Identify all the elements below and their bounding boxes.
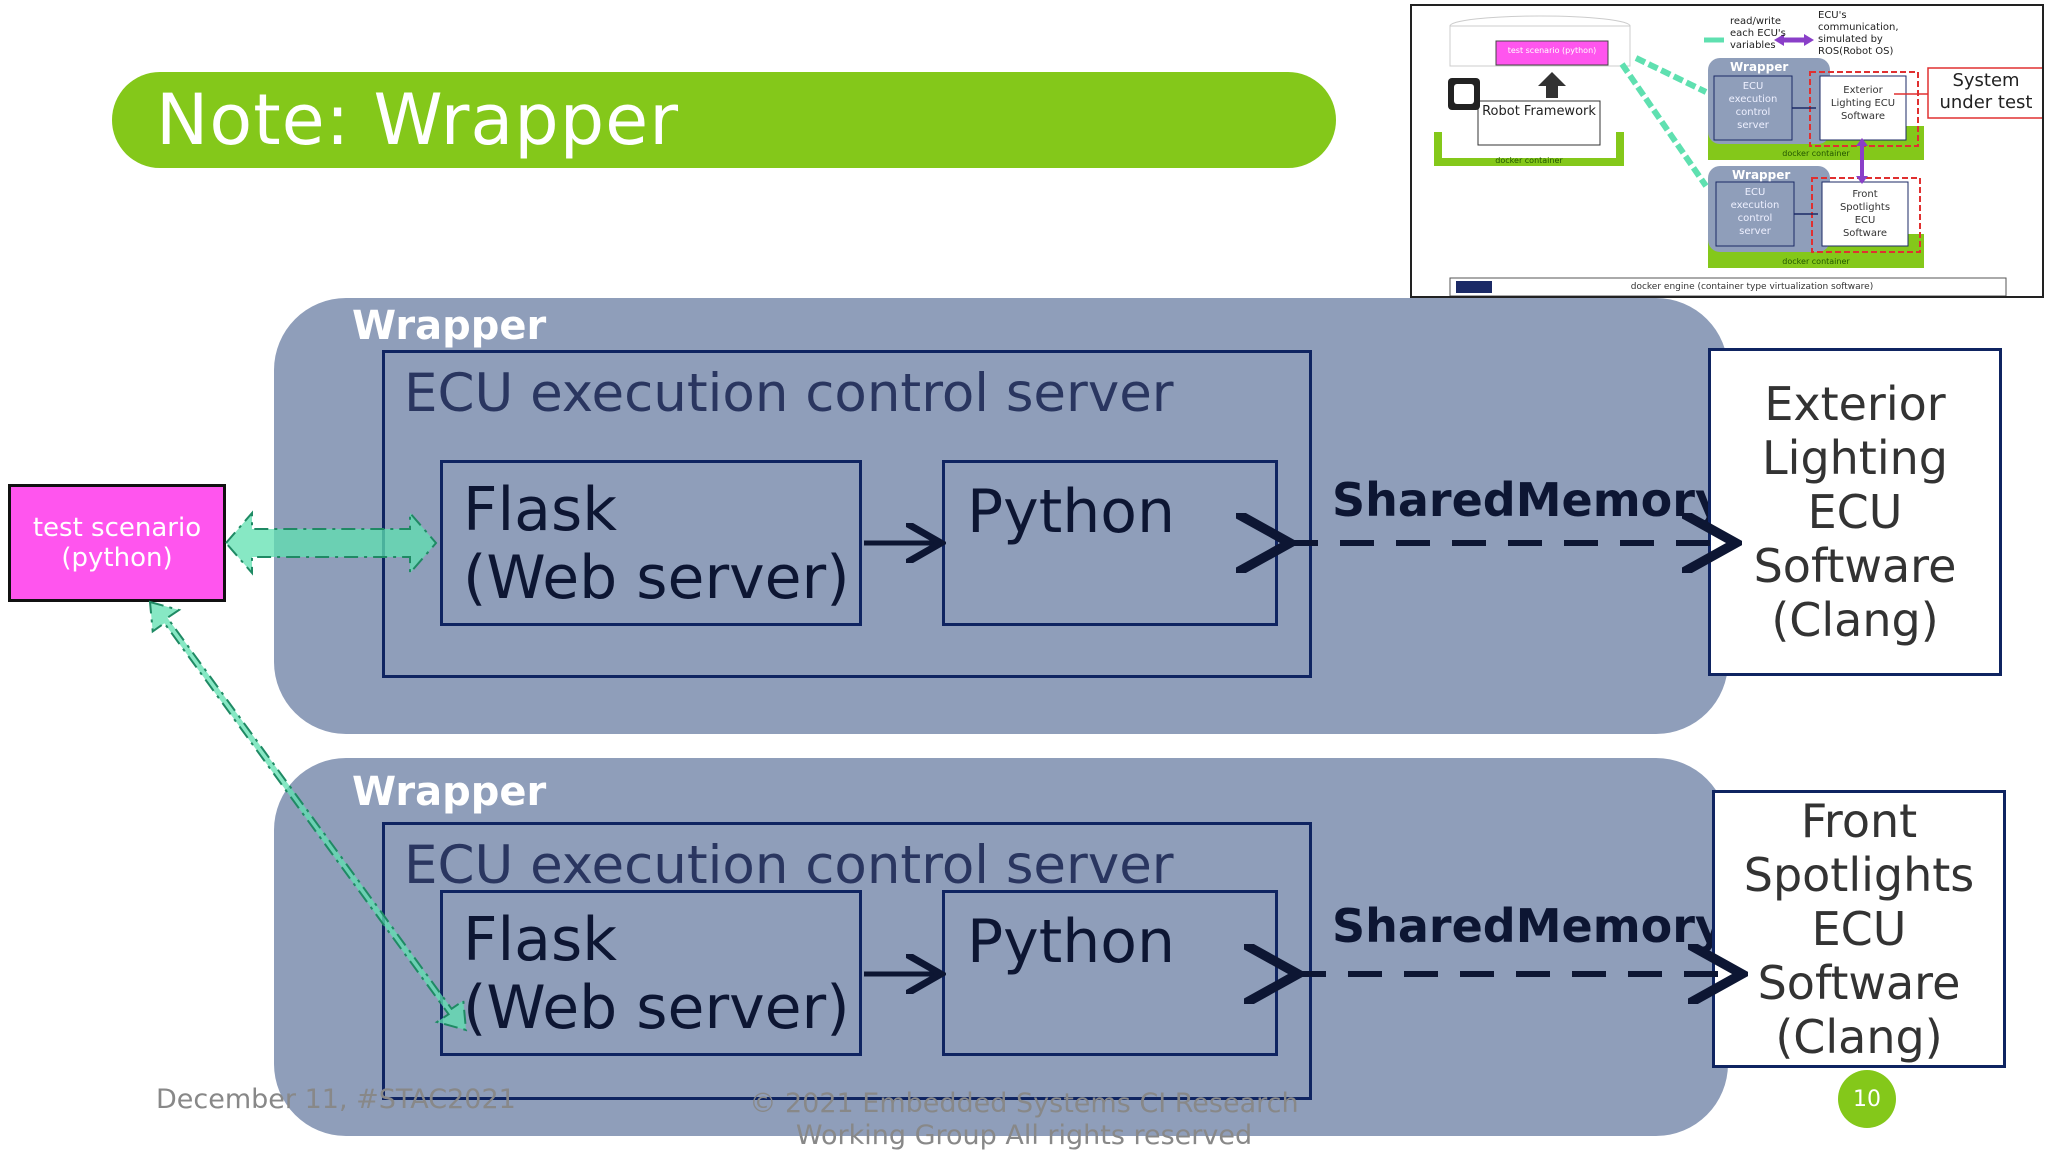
python-label-2: Python (967, 907, 1175, 977)
flask-label-2: Flask (463, 905, 617, 975)
thumb-robot-framework: Robot Framework (1482, 104, 1596, 119)
server-label-2: ECU execution control server (404, 835, 1174, 896)
thumb-test-scenario: test scenario (python) (1507, 46, 1597, 55)
thumb-docker-container-3: docker container (1782, 257, 1850, 266)
thumb-server-2: ECU execution control server (1730, 187, 1780, 237)
slide-title: Note: Wrapper (156, 79, 679, 161)
front-spotlights-ecu-label: Front Spotlights ECU Software (Clang) (1743, 794, 1975, 1064)
flask-sublabel-2: (Web server) (463, 973, 850, 1043)
thumb-ecu-exterior: Exterior Lighting ECU Software (1830, 85, 1896, 122)
shared-memory-label-2: SharedMemory (1332, 899, 1725, 953)
thumb-legend-comm: ECU's communication, simulated by ROS(Ro… (1818, 10, 1899, 57)
architecture-thumbnail: test scenario (python) Robot Framework d… (1410, 4, 2044, 298)
python-label-1: Python (967, 477, 1175, 547)
test-to-flask-arrow-1 (224, 510, 438, 576)
thumb-ecu-front: Front Spotlights ECU Software (1839, 189, 1891, 239)
front-spotlights-ecu-box: Front Spotlights ECU Software (Clang) (1712, 790, 2006, 1068)
test-scenario-box: test scenario (python) (8, 484, 226, 602)
flask-sublabel-1: (Web server) (463, 543, 850, 613)
thumb-legend-rw: read/write each ECU's variables (1730, 16, 1786, 51)
server-label-1: ECU execution control server (404, 363, 1174, 424)
thumb-docker-container-2: docker container (1782, 149, 1850, 158)
footer-copyright: © 2021 Embedded Systems CI Research Work… (749, 1088, 1299, 1151)
flask-box-1: Flask (Web server) (440, 460, 862, 626)
page-number: 10 (1838, 1070, 1896, 1128)
footer-date: December 11, #STAC2021 (156, 1084, 516, 1115)
flask-box-2: Flask (Web server) (440, 890, 862, 1056)
thumbnail-diagram (1434, 15, 2042, 296)
wrapper-label-1: Wrapper (352, 303, 547, 349)
test-scenario-label: test scenario (python) (32, 513, 202, 573)
flask-label-1: Flask (463, 475, 617, 545)
exterior-lighting-ecu-label: Exterior Lighting ECU Software (Clang) (1753, 377, 1957, 647)
wrapper-label-2: Wrapper (352, 769, 547, 815)
exterior-lighting-ecu-box: Exterior Lighting ECU Software (Clang) (1708, 348, 2002, 676)
thumb-system-under-test: System under test (1939, 70, 2033, 113)
thumb-wrapper-label-2: Wrapper (1732, 168, 1791, 182)
thumb-docker-engine: docker engine (container type virtualiza… (1630, 282, 1874, 292)
title-bar (112, 72, 1336, 168)
thumb-server-1: ECU execution control server (1728, 81, 1778, 131)
test-to-flask-arrow-2 (148, 600, 468, 1032)
thumb-wrapper-label-1: Wrapper (1730, 60, 1789, 74)
python-box-2: Python (942, 890, 1278, 1056)
thumb-docker-container-1: docker container (1495, 156, 1563, 165)
